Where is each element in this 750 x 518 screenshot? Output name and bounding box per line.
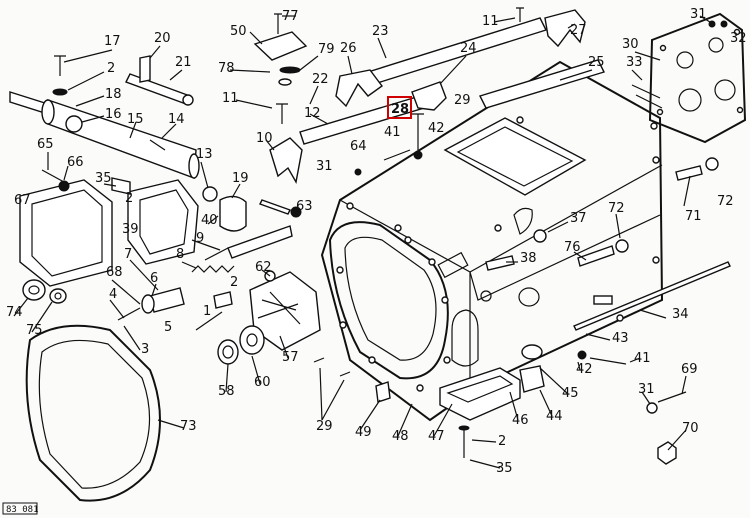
part-number-label: 1 — [203, 304, 211, 319]
part-number-label: 16 — [105, 107, 122, 122]
part-number-label: 14 — [168, 112, 185, 127]
part-number-label: 9 — [196, 231, 204, 246]
part-number-label: 32 — [730, 31, 747, 46]
part-number-label: 17 — [104, 34, 121, 49]
rear-cover — [631, 12, 747, 144]
input-shaft — [9, 55, 200, 179]
left-parts — [19, 169, 302, 331]
part-number-label: 6 — [150, 271, 158, 286]
part-number-label: 21 — [175, 55, 192, 70]
part-number-label: 31 — [316, 159, 333, 174]
part-number-label: 63 — [296, 199, 313, 214]
part-number-label: 4 — [109, 287, 117, 302]
part-number-label: 7 — [124, 247, 132, 262]
part-number-label: 35 — [496, 461, 513, 476]
part-number-label: 37 — [570, 211, 587, 226]
part-number-label: 78 — [218, 61, 235, 76]
part-number-label: 30 — [622, 37, 639, 52]
part-number-label: 11 — [222, 91, 239, 106]
part-number-label: 74 — [6, 305, 23, 320]
part-number-label: 68 — [106, 265, 123, 280]
part-number-label: 29 — [454, 93, 471, 108]
code-stamp-frame — [2, 502, 38, 515]
part-number-label: 38 — [520, 251, 537, 266]
part-number-label: 70 — [682, 421, 699, 436]
highlight-box — [387, 96, 412, 119]
part-number-label: 66 — [67, 155, 84, 170]
part-number-label: 2 — [125, 191, 133, 206]
part-number-label: 57 — [282, 350, 299, 365]
main-housing — [320, 60, 664, 422]
part-number-label: 34 — [672, 307, 689, 322]
part-number-label: 72 — [608, 201, 625, 216]
part-number-label: 11 — [482, 14, 499, 29]
part-number-label: 58 — [218, 384, 235, 399]
part-number-label: 72 — [717, 194, 734, 209]
part-number-label: 43 — [612, 331, 629, 346]
part-number-label: 24 — [460, 41, 477, 56]
part-number-label: 3 — [141, 342, 149, 357]
part-number-label: 46 — [512, 413, 529, 428]
code-stamp: 83 081 — [6, 505, 39, 515]
gasket — [25, 324, 161, 502]
part-number-label: 8 — [176, 247, 184, 262]
part-number-label: 75 — [26, 323, 43, 338]
part-number-label: 67 — [14, 193, 31, 208]
part-number-label: 60 — [254, 375, 271, 390]
part-number-label: 64 — [350, 139, 367, 154]
part-number-label: 40 — [201, 213, 218, 228]
part-number-label: 35 — [95, 171, 112, 186]
part-number-label: 2 — [498, 434, 506, 449]
leader-lines — [13, 15, 711, 469]
part-number-label: 31 — [638, 382, 655, 397]
part-number-label: 22 — [312, 72, 329, 87]
part-number-label: 49 — [355, 425, 372, 440]
part-number-label: 45 — [562, 386, 579, 401]
part-number-label: 62 — [255, 260, 272, 275]
part-number-label: 2 — [230, 275, 238, 290]
part-number-label: 31 — [690, 7, 707, 22]
part-number-label: 73 — [180, 419, 197, 434]
part-number-label: 27 — [570, 23, 587, 38]
part-number-label: 20 — [154, 31, 171, 46]
part-number-label: 12 — [304, 106, 321, 121]
part-number-label: 76 — [564, 240, 581, 255]
part-number-label: 25 — [588, 55, 605, 70]
part-number-label: 2 — [107, 61, 115, 76]
part-number-label: 13 — [196, 147, 213, 162]
part-number-label: 79 — [318, 42, 335, 57]
part-number-label: 10 — [256, 131, 273, 146]
part-number-label: 15 — [127, 112, 144, 127]
part-number-label: 41 — [634, 351, 651, 366]
shift-rails — [125, 7, 605, 185]
part-number-label: 41 — [384, 125, 401, 140]
part-number-label: 42 — [576, 362, 593, 377]
part-number-label: 65 — [37, 137, 54, 152]
highlighted-part-number: 28 — [391, 102, 409, 117]
part-number-label: 23 — [372, 24, 389, 39]
part-number-label: 33 — [626, 55, 643, 70]
part-number-label: 18 — [105, 87, 122, 102]
part-number-label: 71 — [685, 209, 702, 224]
right-parts — [313, 149, 731, 465]
part-number-label: 69 — [681, 362, 698, 377]
part-number-label: 42 — [428, 121, 445, 136]
part-number-label: 44 — [546, 409, 563, 424]
part-number-label: 5 — [164, 320, 172, 335]
part-number-label: 77 — [282, 9, 299, 24]
part-number-label: 29 — [316, 419, 333, 434]
part-number-label: 19 — [232, 171, 249, 186]
part-number-label: 47 — [428, 429, 445, 444]
part-number-label: 48 — [392, 429, 409, 444]
part-number-label: 39 — [122, 222, 139, 237]
part-number-label: 50 — [230, 24, 247, 39]
part-number-label: 26 — [340, 41, 357, 56]
